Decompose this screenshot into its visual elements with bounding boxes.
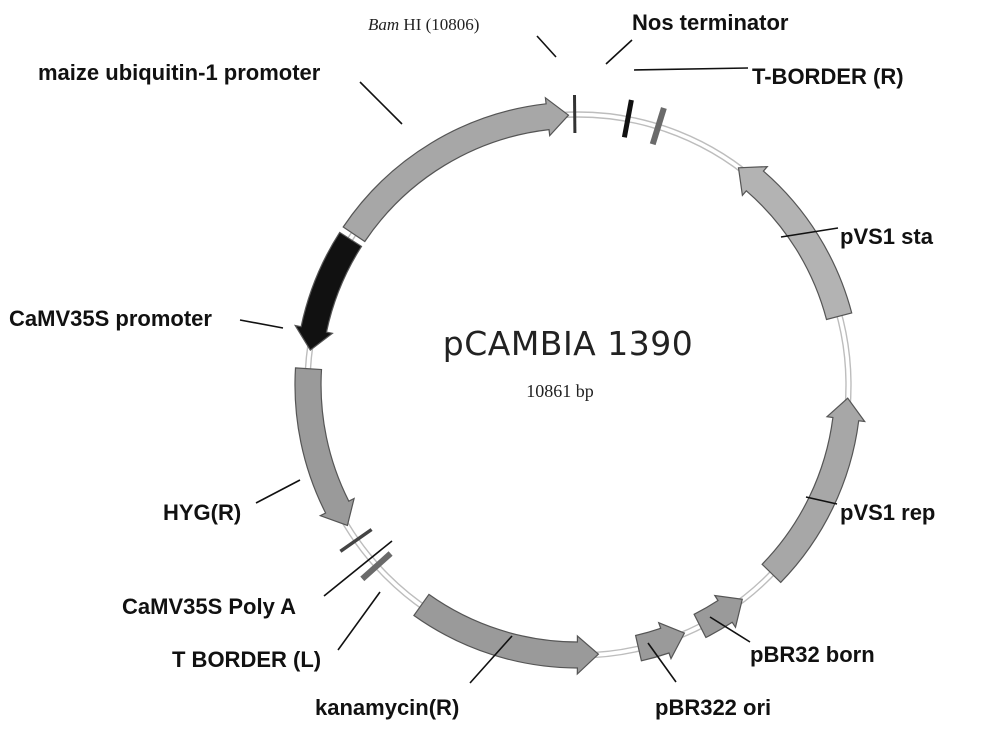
label-pvs1-sta: pVS1 sta [840, 224, 934, 249]
feature-maize-ubiquitin-promoter [342, 96, 570, 243]
marker-camv35s-poly-a [339, 528, 373, 553]
site-markers [339, 94, 667, 582]
label-kanamycin-r: kanamycin(R) [315, 695, 459, 720]
feature-kanamycin-r [413, 593, 600, 676]
feature-camv35s-promoter [293, 231, 363, 351]
label-t-border-l: T BORDER (L) [172, 647, 321, 672]
feature-pvs1-rep [761, 397, 866, 584]
feature-pvs1-sta [737, 165, 853, 321]
marker-t-border-r [649, 107, 667, 146]
leader-lines [239, 35, 839, 684]
label-maize-ubiquitin-promoter: maize ubiquitin-1 promoter [38, 60, 321, 85]
label-pbr322-ori: pBR322 ori [655, 695, 771, 720]
marker-t-border-l [360, 551, 393, 582]
label-hyg-r: HYG(R) [163, 500, 241, 525]
label-pbr32-born: pBR32 born [750, 642, 875, 667]
plasmid-size: 10861 bp [526, 381, 594, 401]
label-nos-terminator: Nos terminator [632, 10, 789, 35]
feature-pbr322-ori [634, 621, 686, 662]
label-pvs1-rep: pVS1 rep [840, 500, 935, 525]
plasmid-name: pCAMBIA 1390 [443, 324, 693, 363]
feature-pbr32-born [693, 594, 744, 639]
label-bamhi-site: Bam HI (10806) [368, 15, 479, 34]
feature-hyg-r [294, 367, 355, 527]
label-camv35s-poly-a: CaMV35S Poly A [122, 594, 296, 619]
label-camv35s-promoter: CaMV35S promoter [9, 306, 212, 331]
label-t-border-r: T-BORDER (R) [752, 64, 904, 89]
feature-arrows [293, 96, 866, 676]
marker-nos-terminator [621, 99, 634, 138]
